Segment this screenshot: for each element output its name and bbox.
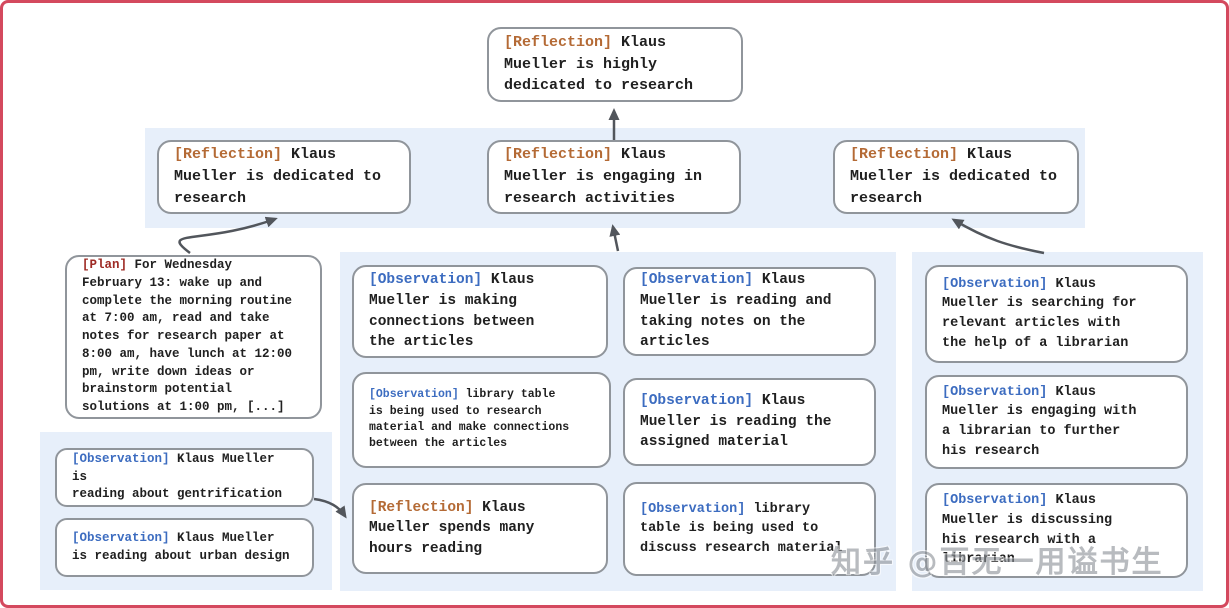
node-text: Klaus Mueller is discussing his research…	[942, 493, 1113, 568]
node-observation-library-research: [Observation] library table is being use…	[352, 372, 611, 468]
node-text: Klaus Mueller is reading about gentrific…	[72, 451, 283, 502]
node-reflection-right: [Reflection] Klaus Mueller is dedicated …	[833, 140, 1079, 214]
node-text: Klaus Mueller is reading the assigned ma…	[640, 393, 832, 451]
observation-tag: [Observation]	[942, 493, 1048, 509]
reflection-tag: [Reflection]	[504, 146, 613, 164]
plan-tag: [Plan]	[82, 258, 128, 273]
node-plan: [Plan] For Wednesday February 13: wake u…	[65, 255, 322, 419]
observation-tag: [Observation]	[72, 530, 170, 545]
observation-tag: [Observation]	[640, 501, 746, 517]
node-text: library table is being used to research …	[369, 388, 570, 451]
observation-tag: [Observation]	[942, 276, 1048, 292]
node-observation-taking-notes: [Observation] Klaus Mueller is reading a…	[623, 267, 876, 356]
node-observation-urban-design: [Observation] Klaus Mueller is reading a…	[55, 518, 314, 577]
reflection-tag: [Reflection]	[504, 33, 613, 51]
reflection-tag: [Reflection]	[850, 146, 959, 164]
node-text: Klaus Mueller is engaging in research ac…	[504, 146, 703, 207]
node-text: Klaus Mueller is dedicated to research	[850, 146, 1058, 207]
node-text: Klaus Mueller is highly dedicated to res…	[504, 33, 694, 95]
node-reflection-center: [Reflection] Klaus Mueller is engaging i…	[487, 140, 741, 214]
node-observation-engaging-librarian: [Observation] Klaus Mueller is engaging …	[925, 375, 1188, 469]
node-observation-assigned-material: [Observation] Klaus Mueller is reading t…	[623, 378, 876, 466]
arrow-mid-to-center-reflection	[609, 224, 621, 252]
observation-tag: [Observation]	[369, 388, 459, 402]
reflection-tag: [Reflection]	[369, 499, 474, 516]
node-text: Klaus Mueller is dedicated to research	[174, 146, 382, 207]
observation-tag: [Observation]	[640, 272, 754, 289]
node-text: Klaus Mueller is searching for relevant …	[942, 276, 1137, 351]
observation-tag: [Observation]	[942, 384, 1048, 400]
node-reflection-left: [Reflection] Klaus Mueller is dedicated …	[157, 140, 411, 214]
node-text: Klaus Mueller is reading and taking note…	[640, 272, 832, 351]
node-text: Klaus Mueller is making connections betw…	[369, 272, 535, 351]
node-observation-connections: [Observation] Klaus Mueller is making co…	[352, 265, 608, 358]
node-reflection-top: [Reflection] Klaus Mueller is highly ded…	[487, 27, 743, 102]
observation-tag: [Observation]	[640, 393, 754, 410]
node-text: Klaus Mueller is engaging with a librari…	[942, 384, 1137, 459]
node-observation-library-discuss: [Observation] library table is being use…	[623, 482, 876, 576]
node-text: Klaus Mueller spends many hours reading	[369, 499, 535, 557]
observation-tag: [Observation]	[72, 451, 170, 466]
reflection-tag: [Reflection]	[174, 146, 283, 164]
node-reflection-hours-reading: [Reflection] Klaus Mueller spends many h…	[352, 483, 608, 574]
node-text: Klaus Mueller is reading about urban des…	[72, 530, 290, 563]
node-observation-discussing-research: [Observation] Klaus Mueller is discussin…	[925, 483, 1188, 578]
node-observation-searching-articles: [Observation] Klaus Mueller is searching…	[925, 265, 1188, 363]
observation-tag: [Observation]	[369, 272, 483, 289]
node-text: library table is being used to discuss r…	[640, 501, 843, 556]
node-observation-gentrification: [Observation] Klaus Mueller is reading a…	[55, 448, 314, 507]
node-text: For Wednesday February 13: wake up and c…	[82, 258, 293, 415]
